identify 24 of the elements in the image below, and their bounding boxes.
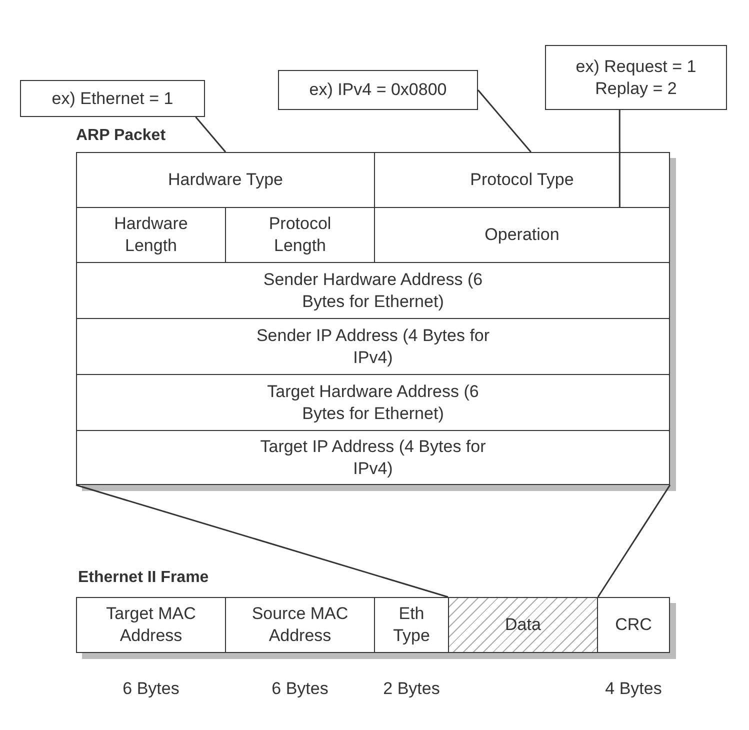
byte-size-label: 2 Bytes: [383, 679, 440, 699]
field-cell: Sender IP Address (4 Bytes for IPv4): [76, 318, 670, 375]
callout-box: ex) IPv4 = 0x0800: [278, 70, 478, 110]
callout-box: ex) Request = 1 Replay = 2: [545, 45, 727, 110]
callout-box: ex) Ethernet = 1: [20, 80, 205, 117]
field-cell: Target Hardware Address (6 Bytes for Ethernet): [76, 374, 670, 431]
field-cell: CRC: [597, 597, 670, 653]
field-cell: Sender Hardware Address (6 Bytes for Ethernet): [76, 262, 670, 319]
field-cell: Hardware Type: [76, 152, 375, 208]
field-cell: Source MAC Address: [225, 597, 375, 653]
field-cell: Eth Type: [374, 597, 449, 653]
byte-size-label: 6 Bytes: [272, 679, 328, 699]
leader-line: [618, 110, 620, 207]
frame-title: ARP Packet: [76, 126, 166, 146]
field-cell: Protocol Type: [374, 152, 670, 208]
leader-line: [477, 90, 532, 152]
field-cell: Target MAC Address: [76, 597, 226, 653]
expansion-line: [76, 484, 448, 598]
leader-line: [195, 116, 226, 152]
byte-size-label: 4 Bytes: [605, 679, 662, 699]
hatched-field-cell: Data: [448, 597, 598, 653]
byte-size-label: 6 Bytes: [122, 679, 180, 699]
field-cell: Target IP Address (4 Bytes for IPv4): [76, 430, 670, 485]
frame-title: Ethernet II Frame: [78, 568, 209, 588]
